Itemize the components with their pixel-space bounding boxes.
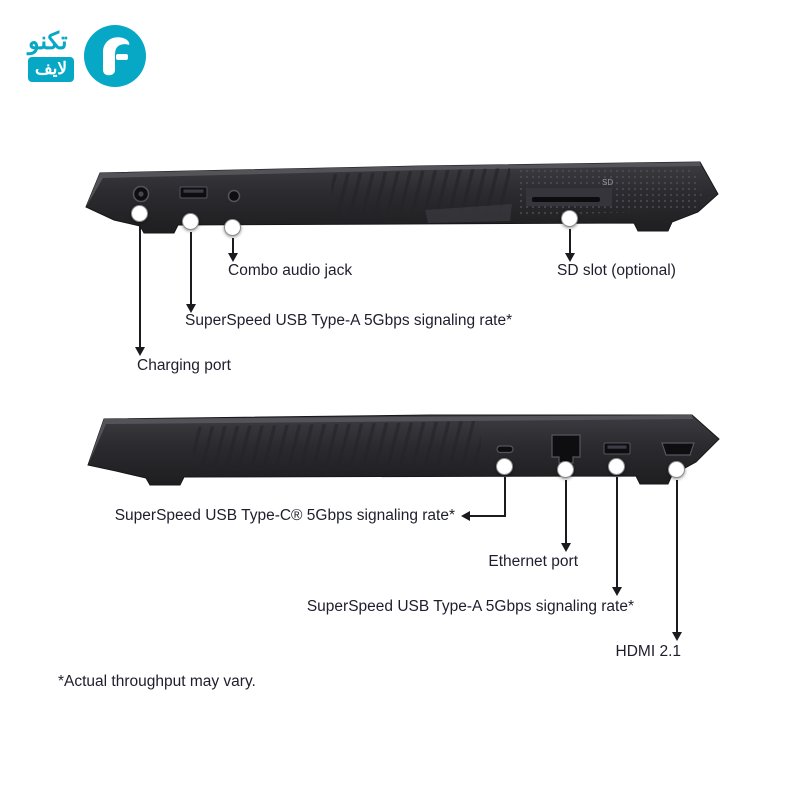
- arrowhead-usb-a-bottom: [612, 587, 622, 596]
- label-combo-audio-jack: Combo audio jack: [228, 262, 353, 279]
- marker-sd-slot: [561, 210, 578, 227]
- label-hdmi: HDMI 2.1: [615, 643, 681, 660]
- arrowhead-hdmi: [672, 632, 682, 641]
- marker-usb-a-top: [182, 213, 199, 230]
- arrow-line-usb-a-bottom: [616, 477, 618, 588]
- marker-usb-c: [496, 458, 513, 475]
- audio-jack-port: [227, 189, 241, 203]
- brand-name-line1: تكنو: [28, 28, 68, 55]
- marker-usb-a-bottom: [608, 458, 625, 475]
- arrow-line-usb-a-top: [190, 232, 192, 305]
- arrowhead-charging: [135, 347, 145, 356]
- marker-charging-port: [131, 205, 148, 222]
- arrow-line-audio: [232, 238, 234, 254]
- brand-logo: تكنو لايف: [28, 24, 147, 88]
- hdmi-port: [661, 442, 695, 456]
- laptop-left-side-view: SD: [85, 161, 719, 234]
- label-ethernet: Ethernet port: [488, 553, 578, 570]
- label-usb-c: SuperSpeed USB Type-C® 5Gbps signaling r…: [114, 507, 455, 524]
- arrow-line-charging: [139, 224, 141, 348]
- label-charging-port: Charging port: [137, 357, 231, 374]
- label-usb-a-top: SuperSpeed USB Type-A 5Gbps signaling ra…: [185, 312, 513, 329]
- arrowhead-sd: [565, 253, 575, 262]
- label-sd-slot: SD slot (optional): [557, 262, 676, 279]
- brand-logo-icon: [84, 25, 147, 87]
- sd-card-slot: [532, 197, 600, 202]
- arrowhead-usb-c: [461, 511, 470, 521]
- arrow-line-ethernet: [565, 480, 567, 544]
- arrowhead-audio: [228, 253, 238, 262]
- arrow-line-sd: [569, 229, 571, 254]
- marker-audio-jack: [224, 219, 241, 236]
- marker-hdmi: [668, 461, 685, 478]
- arrowhead-usb-a-top: [186, 304, 196, 313]
- brand-logo-text: تكنو لايف: [28, 28, 75, 82]
- arrow-line-hdmi: [676, 480, 678, 633]
- arrowhead-ethernet: [561, 543, 571, 552]
- arrow-line-usb-c-horizontal: [470, 515, 506, 517]
- ethernet-port: [551, 434, 581, 464]
- arrow-line-usb-c-vertical: [504, 477, 506, 517]
- label-usb-a-bottom: SuperSpeed USB Type-A 5Gbps signaling ra…: [306, 598, 634, 615]
- laptop-right-side-view: [87, 414, 720, 486]
- usb-c-port: [496, 445, 514, 454]
- sd-slot-marking: SD: [602, 178, 613, 187]
- footnote: *Actual throughput may vary.: [58, 673, 256, 690]
- brand-name-line2: لايف: [28, 57, 75, 82]
- marker-ethernet: [557, 461, 574, 478]
